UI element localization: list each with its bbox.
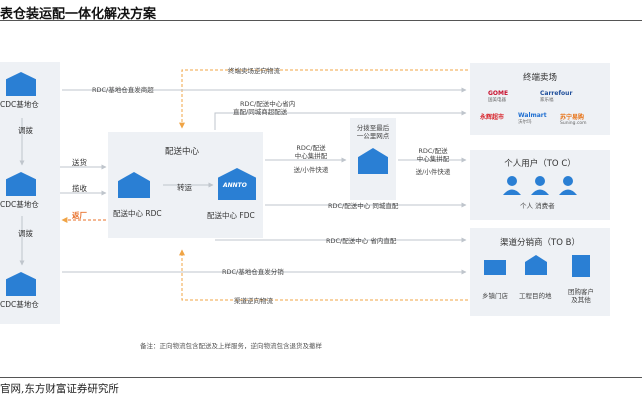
walmart-logo-sub: 沃尔玛 bbox=[518, 120, 532, 125]
retailer-logos: GOME 国美电器 Carrefour 家乐福 永辉超市 Walmart 沃尔玛… bbox=[480, 88, 604, 130]
rdc-prov-direct-label: RDC/配送中心 省内直配 bbox=[326, 237, 397, 245]
carrefour-logo-text: Carrefour bbox=[540, 90, 573, 97]
suning-logo: 苏宁易购 Suning.com bbox=[560, 112, 587, 126]
terminal-panel bbox=[470, 63, 610, 135]
cdc-mid-label: CDC基地仓 bbox=[0, 200, 39, 209]
return-label: 返厂 bbox=[72, 211, 87, 220]
footnote: 备注：正向物流包含配送及上样服务，逆向物流包含退货及撤样 bbox=[140, 342, 322, 350]
yonghui-logo: 永辉超市 bbox=[480, 112, 504, 121]
fdc-label: 配送中心 FDC bbox=[207, 211, 255, 220]
title-rule bbox=[0, 20, 642, 21]
gome-logo-sub: 国美电器 bbox=[488, 98, 506, 103]
center-title: 配送中心 bbox=[165, 147, 200, 157]
transfer-label-2: 调拨 bbox=[18, 229, 33, 238]
rdc-merge-label-3: 送/小件快递 bbox=[293, 166, 329, 174]
cdc-bottom-label: CDC基地仓 bbox=[0, 300, 39, 309]
reverse-terminal-label: 终端卖场逆向物流 bbox=[228, 67, 280, 75]
rdc-direct-mall-label: RDC/基地仓直发商超 bbox=[92, 86, 154, 94]
user-icons bbox=[503, 176, 577, 195]
channel-item-3b: 及其他 bbox=[571, 296, 591, 304]
gome-logo: GOME 国美电器 bbox=[488, 90, 508, 103]
gome-logo-text: GOME bbox=[488, 90, 509, 97]
rdc-right-label-3: 送/小件快递 bbox=[415, 168, 451, 176]
transfer-label-1: 调拨 bbox=[18, 126, 33, 135]
rdc-province-label: RDC/配送中心省内 bbox=[240, 100, 296, 108]
rdc-right-label: RDC/配送 bbox=[418, 147, 448, 155]
yonghui-logo-text: 永辉超市 bbox=[480, 114, 505, 121]
walmart-logo-text: Walmart bbox=[518, 112, 547, 119]
walmart-logo: Walmart 沃尔玛 bbox=[518, 112, 547, 125]
rdc-direct-dist-label: RDC/基地仓直发分销 bbox=[222, 268, 284, 276]
rdc-merge-label-2: 中心集拼配 bbox=[294, 152, 328, 160]
dispatch-label-2: 一公里网点 bbox=[356, 132, 390, 140]
channel-item-3: 团购客户 bbox=[568, 288, 594, 296]
terminal-title: 终端卖场 bbox=[522, 73, 557, 83]
collect-label: 揽收 bbox=[72, 184, 87, 193]
footer-rule bbox=[0, 377, 642, 378]
rdc-province-label-2: 直配/同城商超配送 bbox=[233, 108, 288, 116]
suning-logo-text: 苏宁易购 bbox=[560, 114, 585, 121]
personal-title: 个人用户（TO C） bbox=[504, 159, 576, 169]
carrefour-logo-sub: 家乐福 bbox=[540, 98, 554, 103]
rdc-merge-label: RDC/配送 bbox=[296, 144, 326, 152]
cdc-top-label: CDC基地仓 bbox=[0, 100, 39, 109]
page-title: 表仓装运配一体化解决方案 bbox=[0, 7, 157, 22]
suning-logo-sub: Suning.com bbox=[560, 121, 587, 126]
channel-item-1: 乡镇门店 bbox=[482, 292, 508, 300]
personal-sub: 个人 消费者 bbox=[520, 202, 555, 210]
rdc-label: 配送中心 RDC bbox=[113, 209, 162, 218]
rdc-city-label: RDC/配送中心 同城直配 bbox=[328, 202, 399, 210]
dispatch-label-1: 分拨至最后 bbox=[356, 124, 390, 132]
source-note: 官网,东方财富证券研究所 bbox=[0, 383, 119, 395]
group-buy-icon bbox=[572, 255, 590, 277]
rdc-right-label-2: 中心集拼配 bbox=[416, 155, 450, 163]
transfer-flow-label: 转运 bbox=[177, 183, 192, 192]
channel-title: 渠道分销商（TO B） bbox=[500, 238, 580, 248]
carrefour-logo: Carrefour 家乐福 bbox=[540, 90, 572, 103]
channel-reverse-label: 渠道逆向物流 bbox=[234, 297, 273, 305]
store-icon bbox=[484, 260, 506, 275]
channel-item-2: 工程目的地 bbox=[519, 292, 552, 300]
send-label: 送货 bbox=[72, 158, 87, 167]
annto-logo: ANNTO bbox=[223, 182, 247, 189]
project-site-icon bbox=[525, 255, 547, 275]
